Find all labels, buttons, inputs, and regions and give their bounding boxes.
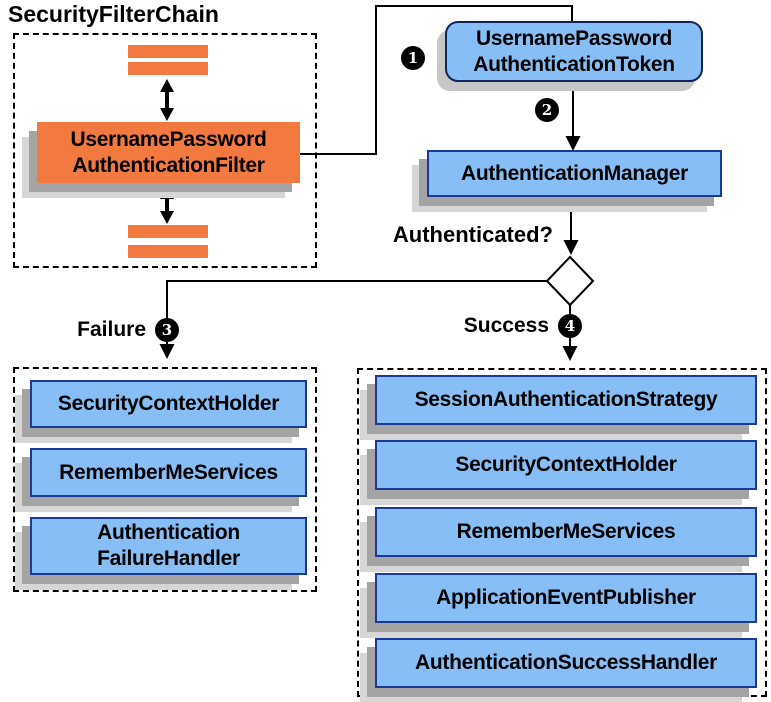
decision-diamond — [545, 255, 595, 307]
authentication-manager-node: AuthenticationManager — [427, 150, 722, 197]
remember-me-services-node: RememberMeServices — [375, 507, 757, 557]
filter-bar-icon — [128, 225, 208, 238]
arrowhead-manager-to-decision — [563, 240, 579, 255]
failure-label: Failure — [77, 318, 146, 341]
filter-bar-icon — [128, 62, 208, 75]
step-1-badge-icon: 1 — [401, 46, 425, 70]
application-event-publisher-node: ApplicationEventPublisher — [375, 573, 757, 623]
double-arrow-top-up-head — [160, 79, 174, 92]
username-password-authentication-filter-node: UsernamePassword AuthenticationFilter — [37, 122, 300, 183]
arrowhead-token-to-manager — [565, 136, 581, 151]
authenticated-question-label: Authenticated? — [392, 222, 553, 247]
security-context-holder-node: SecurityContextHolder — [375, 440, 757, 490]
step-2-badge-icon: 2 — [535, 98, 559, 122]
step-3-badge-icon: 3 — [155, 318, 179, 342]
success-label: Success — [463, 314, 549, 337]
security-context-holder-node: SecurityContextHolder — [30, 380, 307, 428]
username-password-authentication-token-node: UsernamePassword AuthenticationToken — [445, 21, 703, 82]
step-4-badge-icon: 4 — [558, 314, 582, 338]
connector-filter-to-token — [300, 5, 573, 155]
authentication-success-handler-node: AuthenticationSuccessHandler — [375, 638, 757, 688]
success-handlers-box — [357, 368, 767, 697]
double-arrow-top-down-head — [160, 108, 174, 121]
remember-me-services-node: RememberMeServices — [30, 448, 307, 497]
double-arrow-bottom-down-head — [160, 211, 174, 224]
session-authentication-strategy-node: SessionAuthenticationStrategy — [375, 375, 757, 425]
failure-handlers-box — [13, 367, 317, 592]
double-arrow-bottom-up-head — [160, 186, 174, 199]
filter-bar-icon — [128, 245, 208, 258]
security-filter-chain-box — [13, 33, 317, 268]
arrowhead-failure-branch — [159, 344, 175, 359]
authentication-failure-handler-node: Authentication FailureHandler — [30, 517, 307, 575]
filter-bar-icon — [128, 45, 208, 58]
arrowhead-success-branch — [562, 346, 578, 361]
diagram-title: SecurityFilterChain — [8, 1, 219, 27]
